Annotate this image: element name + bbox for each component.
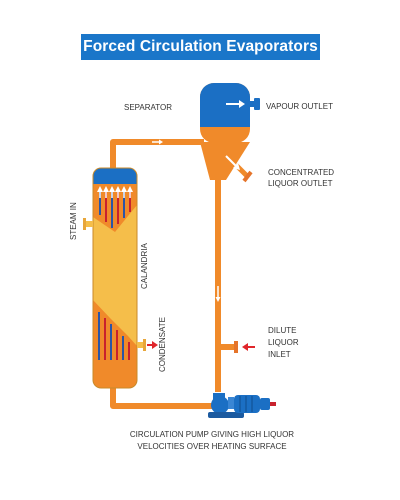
concentrated-outlet-label-line2: LIQUOR OUTLET xyxy=(268,179,333,188)
concentrated-outlet-label-line1: CONCENTRATED xyxy=(268,168,334,177)
separator-cone xyxy=(200,142,250,180)
liquor-rise xyxy=(93,184,137,232)
title-banner: Forced Circulation Evaporators xyxy=(81,34,320,60)
steam-in-label: STEAM IN xyxy=(69,202,78,240)
vapour-arrow-icon xyxy=(226,100,245,108)
dilute-inlet-label-line2: LIQUOR xyxy=(268,338,299,347)
pump-caption-line1: CIRCULATION PUMP GIVING HIGH LIQUOR xyxy=(130,430,294,439)
vapour-outlet-nozzle xyxy=(250,98,260,110)
separator-label: SEPARATOR xyxy=(124,103,172,112)
condensate-label: CONDENSATE xyxy=(158,317,167,372)
lower-tubes xyxy=(98,312,130,360)
condensate-nozzle xyxy=(137,339,146,351)
condensate-arrow-icon xyxy=(147,341,158,349)
top-header xyxy=(93,168,137,184)
dilute-inlet-flange xyxy=(234,341,238,353)
pump-caption-line2: VELOCITIES OVER HEATING SURFACE xyxy=(137,442,286,451)
vapour-outlet-label: VAPOUR OUTLET xyxy=(266,102,333,111)
bottom-pipe xyxy=(110,386,214,409)
dilute-inlet-arrow-icon xyxy=(242,343,255,351)
steam-inlet-nozzle xyxy=(83,218,93,230)
circulation-pump xyxy=(208,393,276,418)
calandria-label: CALANDRIA xyxy=(140,243,149,289)
bottom-header xyxy=(93,366,137,388)
concentrate-arrow-icon xyxy=(225,155,240,170)
top-flow-arrow-icon xyxy=(152,139,163,145)
piping xyxy=(110,139,234,409)
top-return-pipe xyxy=(110,139,204,172)
calandria-vessel xyxy=(92,167,138,389)
dilute-inlet-label-line1: DILUTE xyxy=(268,326,296,335)
down-flow-arrow-icon xyxy=(215,286,221,302)
diagram-title: Forced Circulation Evaporators xyxy=(83,38,318,55)
dilute-inlet-label-line3: INLET xyxy=(268,350,291,359)
separator-vessel xyxy=(200,83,250,180)
up-arrows-icon xyxy=(97,186,133,198)
